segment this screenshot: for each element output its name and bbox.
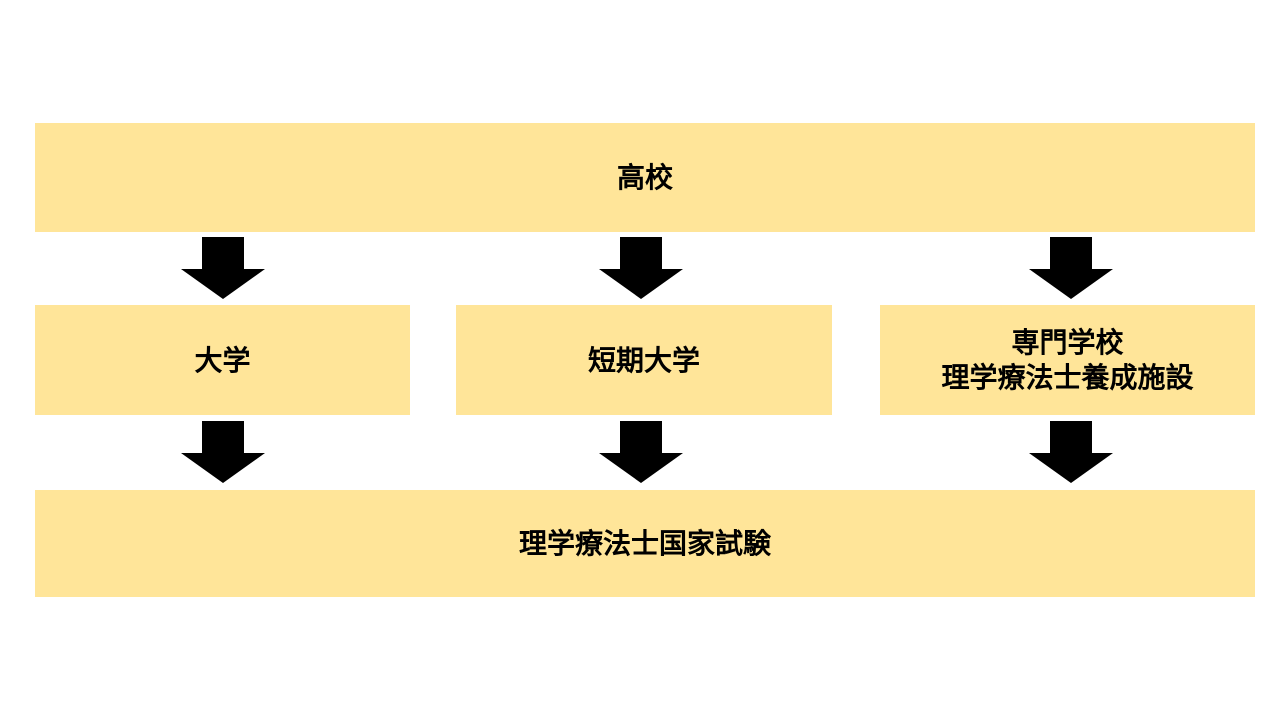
- node-national-exam-label: 理学療法士国家試験: [518, 528, 771, 559]
- down-arrow-icon: [599, 237, 683, 299]
- down-arrow-icon: [599, 421, 683, 483]
- node-vocational-school-label-line1: 専門学校: [1011, 327, 1124, 358]
- node-vocational-school: 専門学校 理学療法士養成施設: [880, 305, 1255, 415]
- down-arrow-icon: [1029, 237, 1113, 299]
- down-arrow-icon: [181, 237, 265, 299]
- down-arrow-icon: [181, 421, 265, 483]
- node-university: 大学: [35, 305, 410, 415]
- down-arrow-icon: [1029, 421, 1113, 483]
- node-highschool: 高校: [35, 123, 1255, 232]
- node-junior-college: 短期大学: [456, 305, 832, 415]
- node-vocational-school-label-line2: 理学療法士養成施設: [941, 362, 1194, 393]
- node-national-exam: 理学療法士国家試験: [35, 490, 1255, 597]
- node-highschool-label: 高校: [616, 162, 673, 193]
- node-university-label: 大学: [194, 344, 251, 376]
- node-junior-college-label: 短期大学: [587, 344, 700, 376]
